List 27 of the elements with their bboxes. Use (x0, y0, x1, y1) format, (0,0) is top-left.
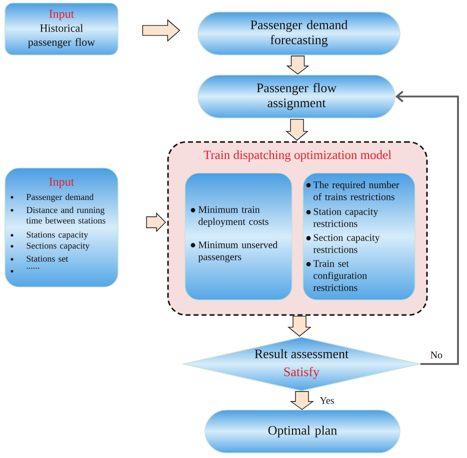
process-box: Passenger flow assignment (198, 74, 396, 118)
list-item: Minimum train deployment costs (198, 206, 268, 227)
input-box: Input Historical passenger flow (4, 2, 118, 56)
list-item: Stations capacity (26, 232, 88, 240)
block-arrow (290, 391, 314, 410)
block-arrow (286, 56, 310, 74)
block-arrow (146, 212, 166, 232)
block-arrow (288, 316, 312, 337)
edge-label: No (429, 350, 444, 360)
arrow (395, 90, 459, 365)
edge-label: Yes (318, 396, 336, 405)
list-item: ...... (26, 268, 40, 269)
list-item: Distance and running time between stations (26, 206, 106, 224)
process-box: Optimal plan (204, 410, 400, 454)
list-item: Passenger demand (26, 194, 94, 202)
process-box: Passenger demand forecasting (198, 12, 400, 56)
list-item: The required number of trains restrictions (313, 181, 400, 200)
list-item: Station capacity restrictions (313, 208, 378, 227)
block-arrow (286, 118, 308, 141)
list-item: Stations set (26, 256, 68, 262)
block-arrow (142, 19, 180, 42)
panel-title: Train dispatching optimization model (204, 150, 392, 162)
list-item: Section capacity restrictions (313, 234, 380, 253)
list-item: Sections capacity (26, 242, 90, 251)
panel-title: Input (49, 178, 74, 188)
list-item: Train set configuration restrictions (313, 260, 367, 291)
list-item: Minimum unserved passengers (198, 241, 278, 262)
